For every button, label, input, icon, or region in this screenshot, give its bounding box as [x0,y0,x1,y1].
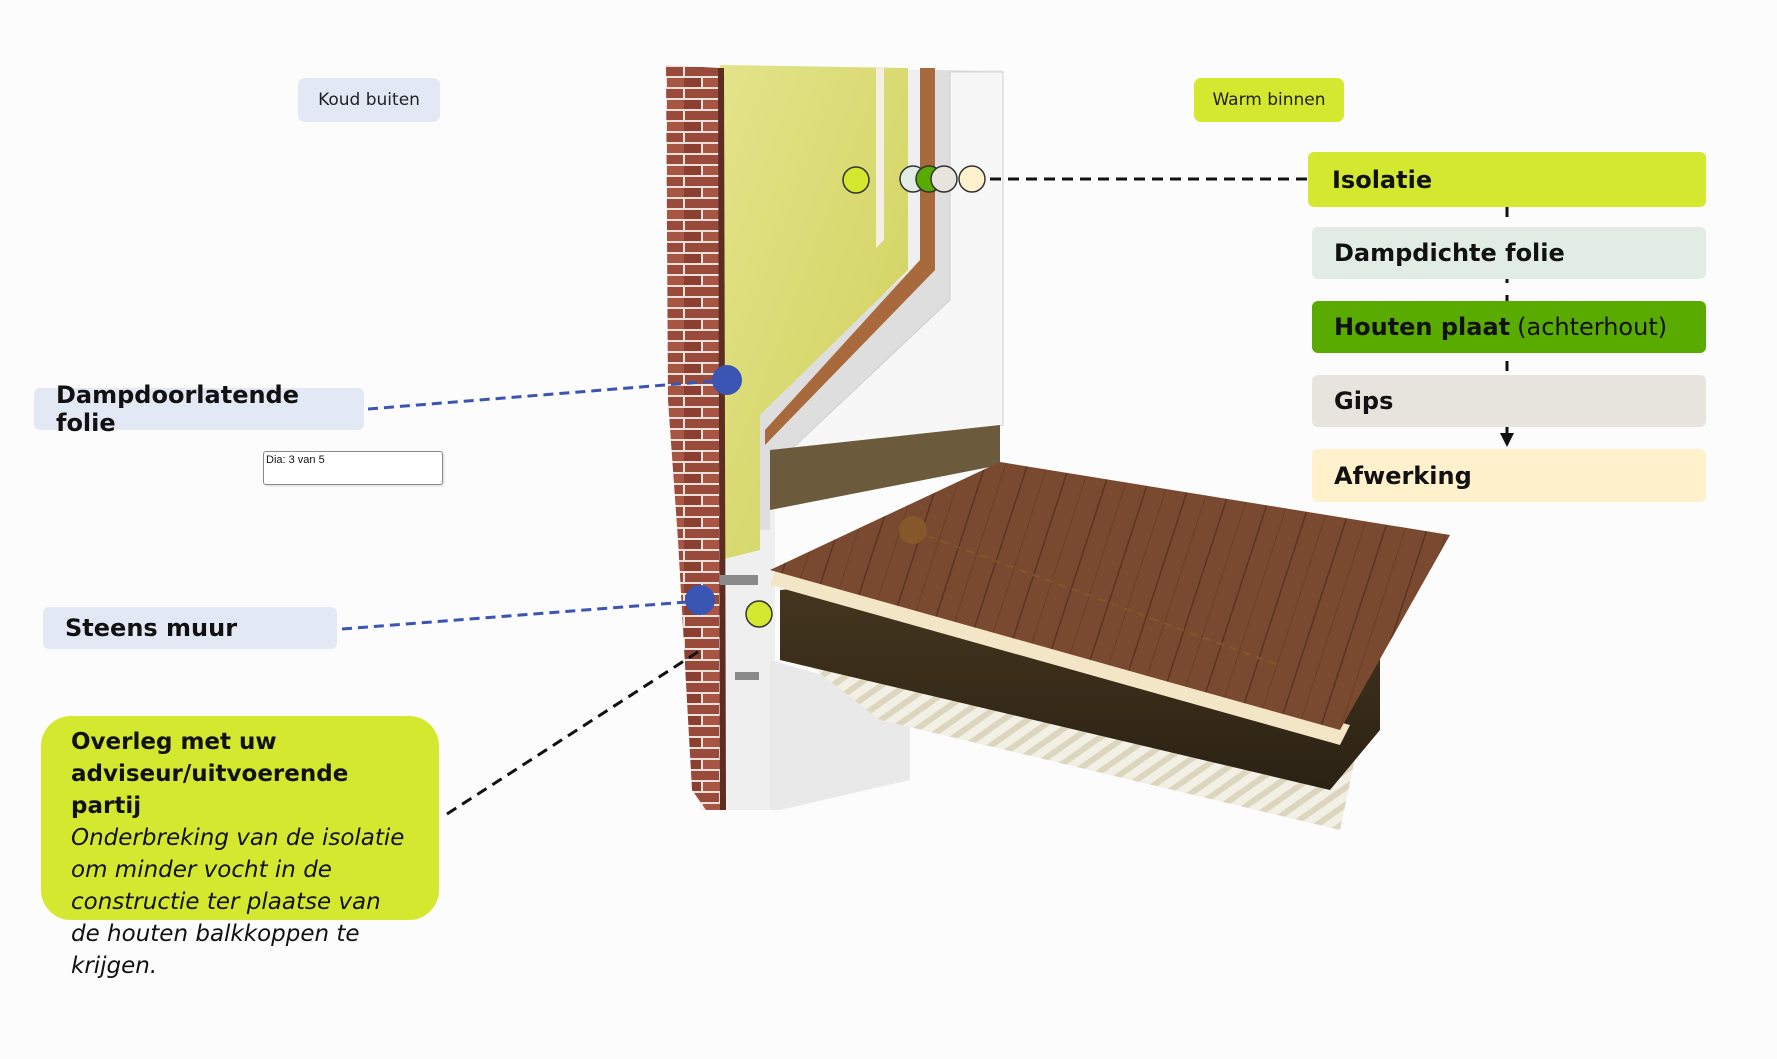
dampdoorlatende-connector-line [367,378,728,411]
brick-wall-shadow [718,68,726,810]
vapour-foil-strip [876,68,884,248]
gips-marker-dot [930,165,958,193]
cold-outside-tag: Koud buiten [298,78,440,122]
wall-tie [720,575,758,585]
slide-counter: Dia: 3 van 5 [263,451,443,485]
wall-skirting [770,425,1000,510]
floor-planks [770,462,1450,730]
callout-steens-muur: Steens muur [43,607,337,649]
advice-marker-dot [745,600,773,628]
layer-chain-arrowhead [1500,433,1514,447]
layer-houten-plaat: Houten plaat (achterhout) [1312,301,1706,353]
advice-body: Onderbreking van de isolatie om minder v… [71,825,405,979]
layer-isolatie: Isolatie [1308,152,1706,207]
steens-muur-connector-line [341,599,701,631]
afwerking-marker-dot [958,165,986,193]
layer-isolatie-label: Isolatie [1332,165,1433,194]
subfloor-edge [770,570,1350,745]
isolatie-marker-dot [842,166,870,194]
callout-steens-muur-label: Steens muur [65,614,238,642]
steens-muur-marker-dot [685,585,715,615]
layer-dampdichte-label: Dampdichte folie [1334,239,1565,267]
wall-tie [735,672,759,680]
advice-callout: Overleg met uw adviseur/uitvoerende part… [41,716,439,979]
callout-dampdoorlatende-folie: Dampdoorlatende folie [34,381,364,437]
floor-connector-line [913,530,1279,666]
dampdoorlatende-marker-dot [712,365,742,395]
layer-dampdichte-folie: Dampdichte folie [1312,227,1706,279]
advice-connector-line [446,646,705,816]
layer-afwerking-label: Afwerking [1334,461,1472,490]
advice-title: Overleg met uw adviseur/uitvoerende part… [71,729,349,819]
brick-wall [666,65,722,810]
layer-gips-label: Gips [1334,387,1394,415]
layer-gips: Gips [1312,375,1706,427]
floor-marker-dot [899,516,927,544]
warm-inside-tag: Warm binnen [1194,78,1344,122]
layer-houten-label: Houten plaat [1334,313,1511,341]
layer-afwerking: Afwerking [1312,449,1706,502]
callout-dampdoorlatende-label: Dampdoorlatende folie [56,381,300,437]
layer-houten-sublabel: (achterhout) [1517,313,1668,341]
